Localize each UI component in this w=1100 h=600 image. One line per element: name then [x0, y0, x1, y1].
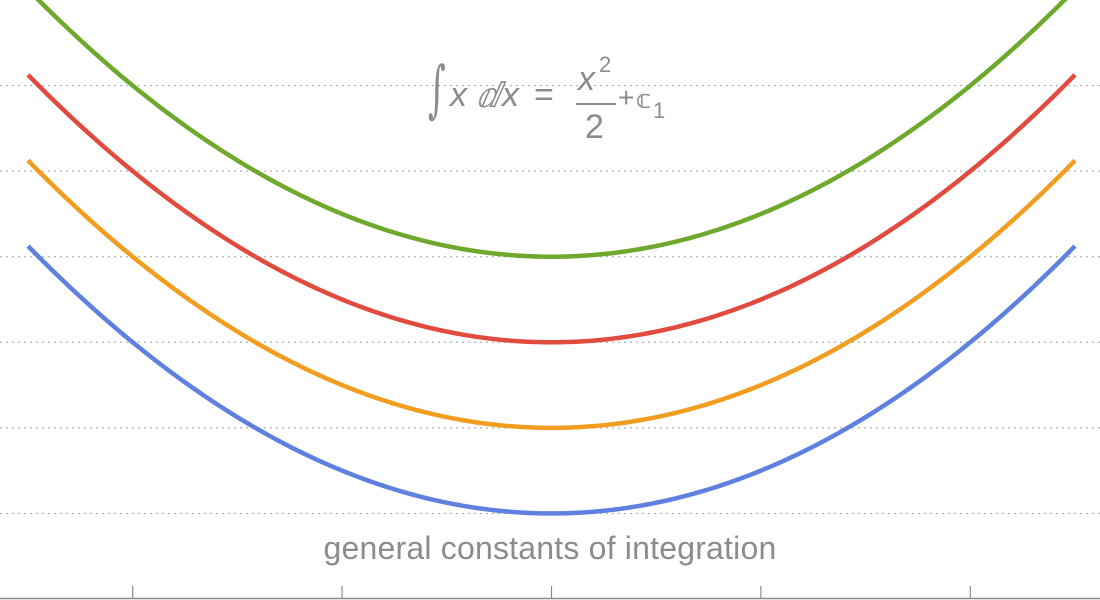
formula-differential: ⅆ [476, 77, 501, 115]
x-axis [0, 586, 1100, 600]
formula-variable: x [502, 76, 519, 114]
series-curve-c4 [35, 0, 1068, 259]
series-curve-c1 [26, 244, 1077, 516]
formula-constant: 𝕔 [636, 85, 652, 115]
grid-lines [0, 84, 1100, 515]
formula-constant-subscript: 1 [653, 98, 666, 123]
formula-plus: + [618, 82, 635, 113]
series-curve-c2 [26, 158, 1077, 431]
curves-group [26, 0, 1077, 516]
integral-sign: ∫ [428, 52, 446, 125]
formula-numerator: x [578, 60, 595, 98]
formula-exponent: 2 [599, 52, 612, 77]
fraction-bar [576, 103, 616, 105]
formula-denominator: 2 [585, 108, 604, 146]
chart-caption: general constants of integration [323, 530, 777, 566]
formula-equals: = [534, 76, 554, 114]
formula-integrand: x [450, 76, 467, 114]
series-curve-c3 [26, 73, 1077, 345]
